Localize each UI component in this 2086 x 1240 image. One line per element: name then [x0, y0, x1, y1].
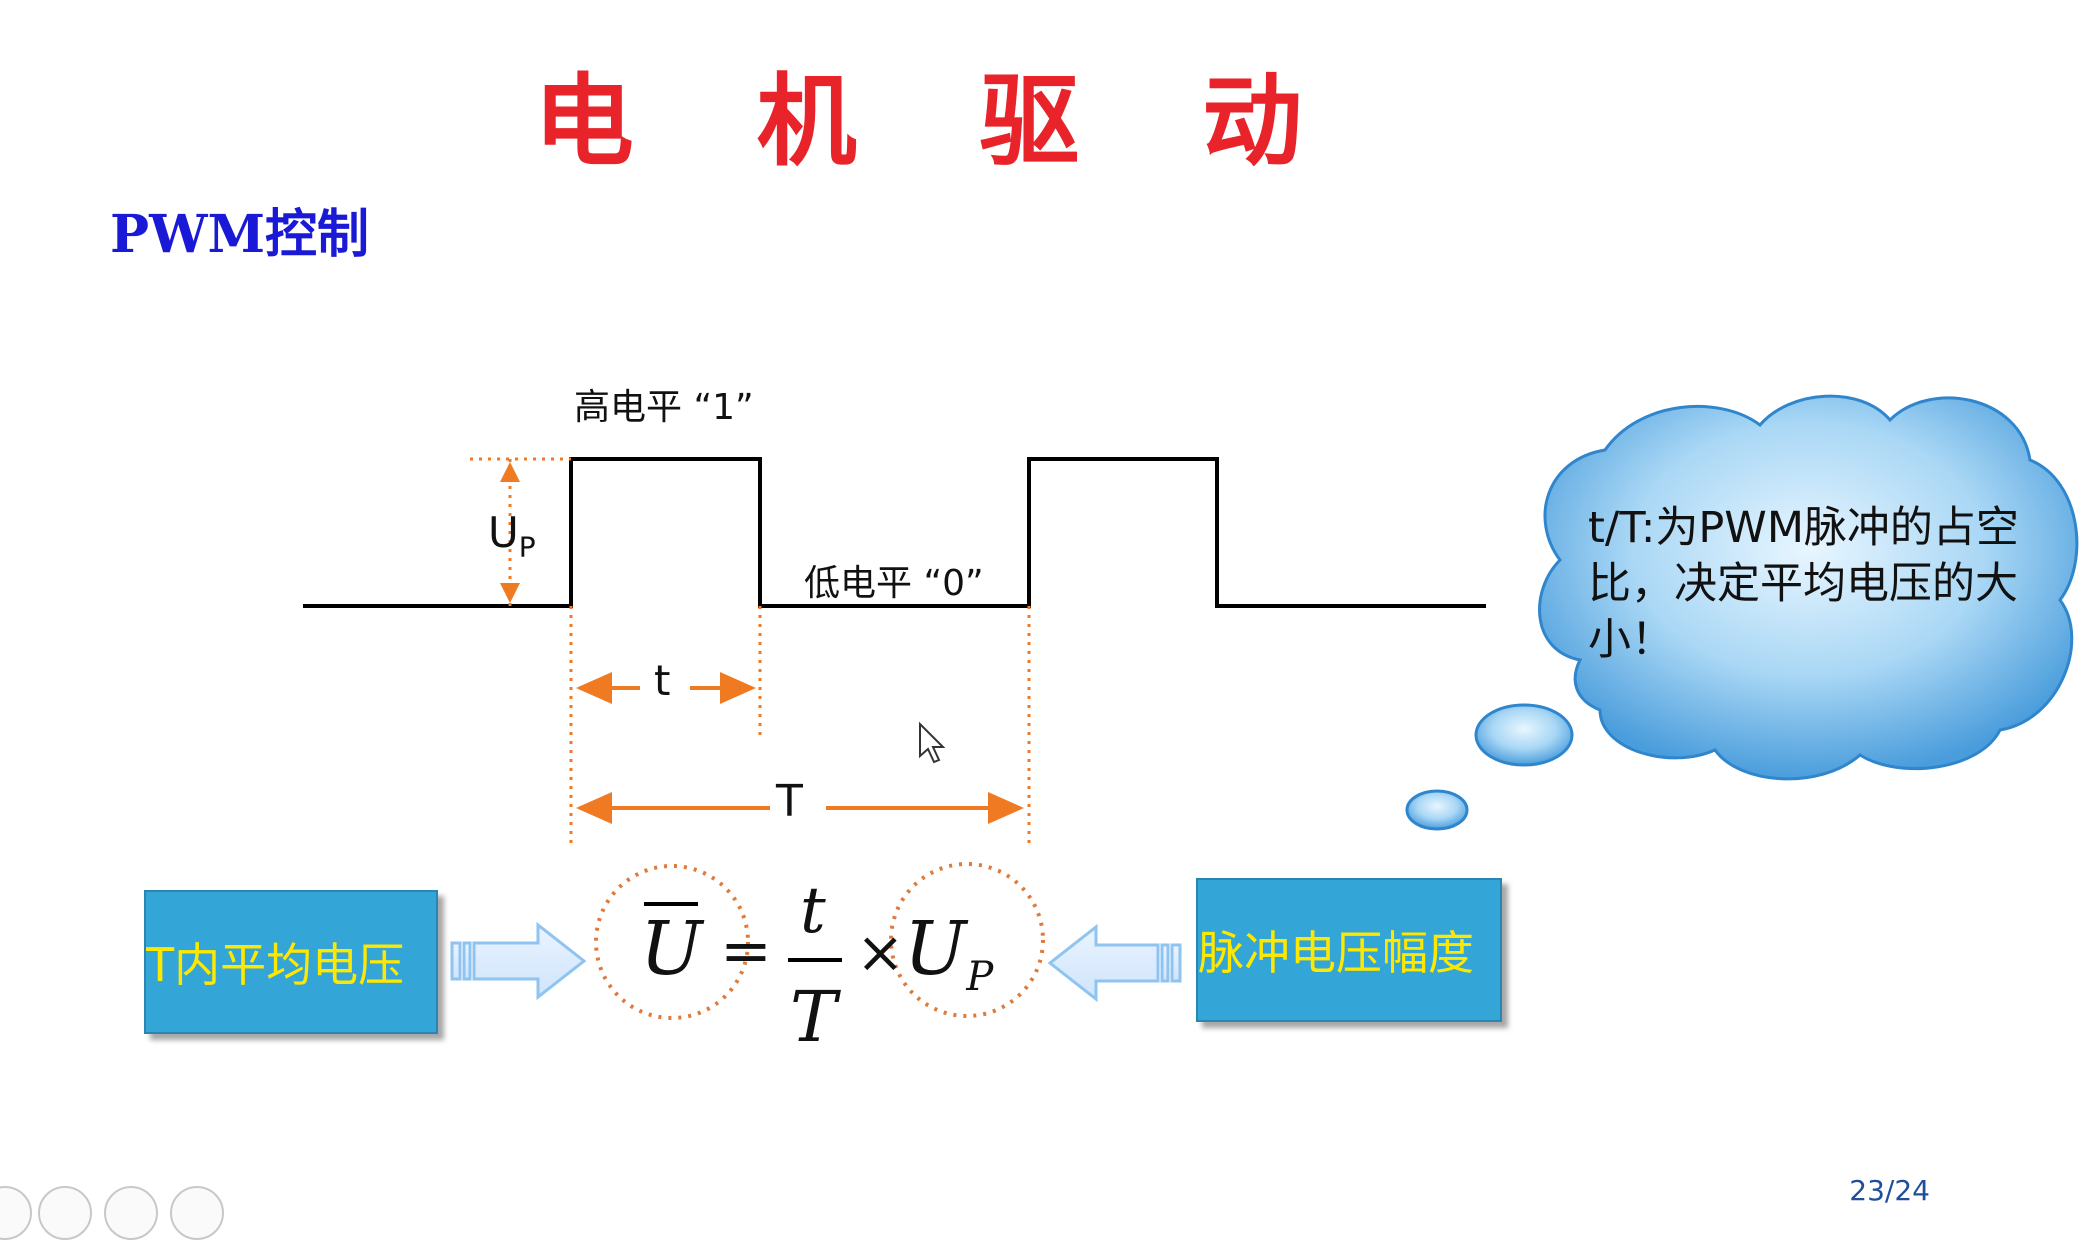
mouse-cursor-icon [919, 721, 946, 764]
amplitude-label: UP [488, 508, 536, 563]
formula-amp-subscript: P [966, 953, 994, 1000]
formula-amp-symbol: U [904, 906, 967, 992]
thought-bubble-small [1405, 789, 1469, 831]
thought-cloud [1405, 394, 2079, 831]
slide-subtitle: PWM控制 [110, 204, 370, 265]
amplitude-arrows [500, 462, 520, 603]
guide-lines [470, 457, 1031, 848]
formula-amplitude: UP [904, 906, 993, 1000]
formula-numerator: t [800, 874, 826, 948]
more-icon[interactable] [170, 1186, 224, 1240]
grid-icon[interactable] [38, 1186, 92, 1240]
amplitude-circle [889, 862, 1045, 1018]
pulse-amplitude-box: 脉冲电压幅度 [1196, 878, 1502, 1022]
avg-voltage-box: T内平均电压 [144, 890, 438, 1034]
high-level-label: 高电平 “1” [574, 387, 754, 428]
pwm-waveform [303, 457, 1486, 608]
formula-denominator: T [790, 976, 837, 1058]
period-label: T [776, 776, 803, 827]
formula-times: × [856, 918, 905, 986]
right-block-arrow [1047, 923, 1182, 1003]
duty-cycle-note: t/T:为PWM脉冲的占空比，决定平均电压的大小！ [1588, 503, 2019, 665]
amplitude-subscript: P [518, 530, 536, 564]
formula-equals: = [720, 914, 772, 987]
avg-voltage-circle [594, 864, 750, 1020]
slide-title: 电 机 驱 动 [533, 63, 1347, 180]
page-number: 23/24 [1849, 1174, 1930, 1207]
pulse-amplitude-box-label: 脉冲电压幅度 [1198, 926, 1474, 980]
amplitude-symbol: U [488, 508, 519, 557]
avg-voltage-box-label: T内平均电压 [146, 938, 405, 992]
thought-bubble-large [1474, 703, 1574, 767]
formula-avg-symbol: U [640, 906, 703, 992]
left-block-arrow [450, 921, 587, 1001]
pulse-width-label: t [654, 656, 671, 705]
zoom-icon[interactable] [104, 1186, 158, 1240]
low-level-label: 低电平 “0” [804, 563, 984, 604]
